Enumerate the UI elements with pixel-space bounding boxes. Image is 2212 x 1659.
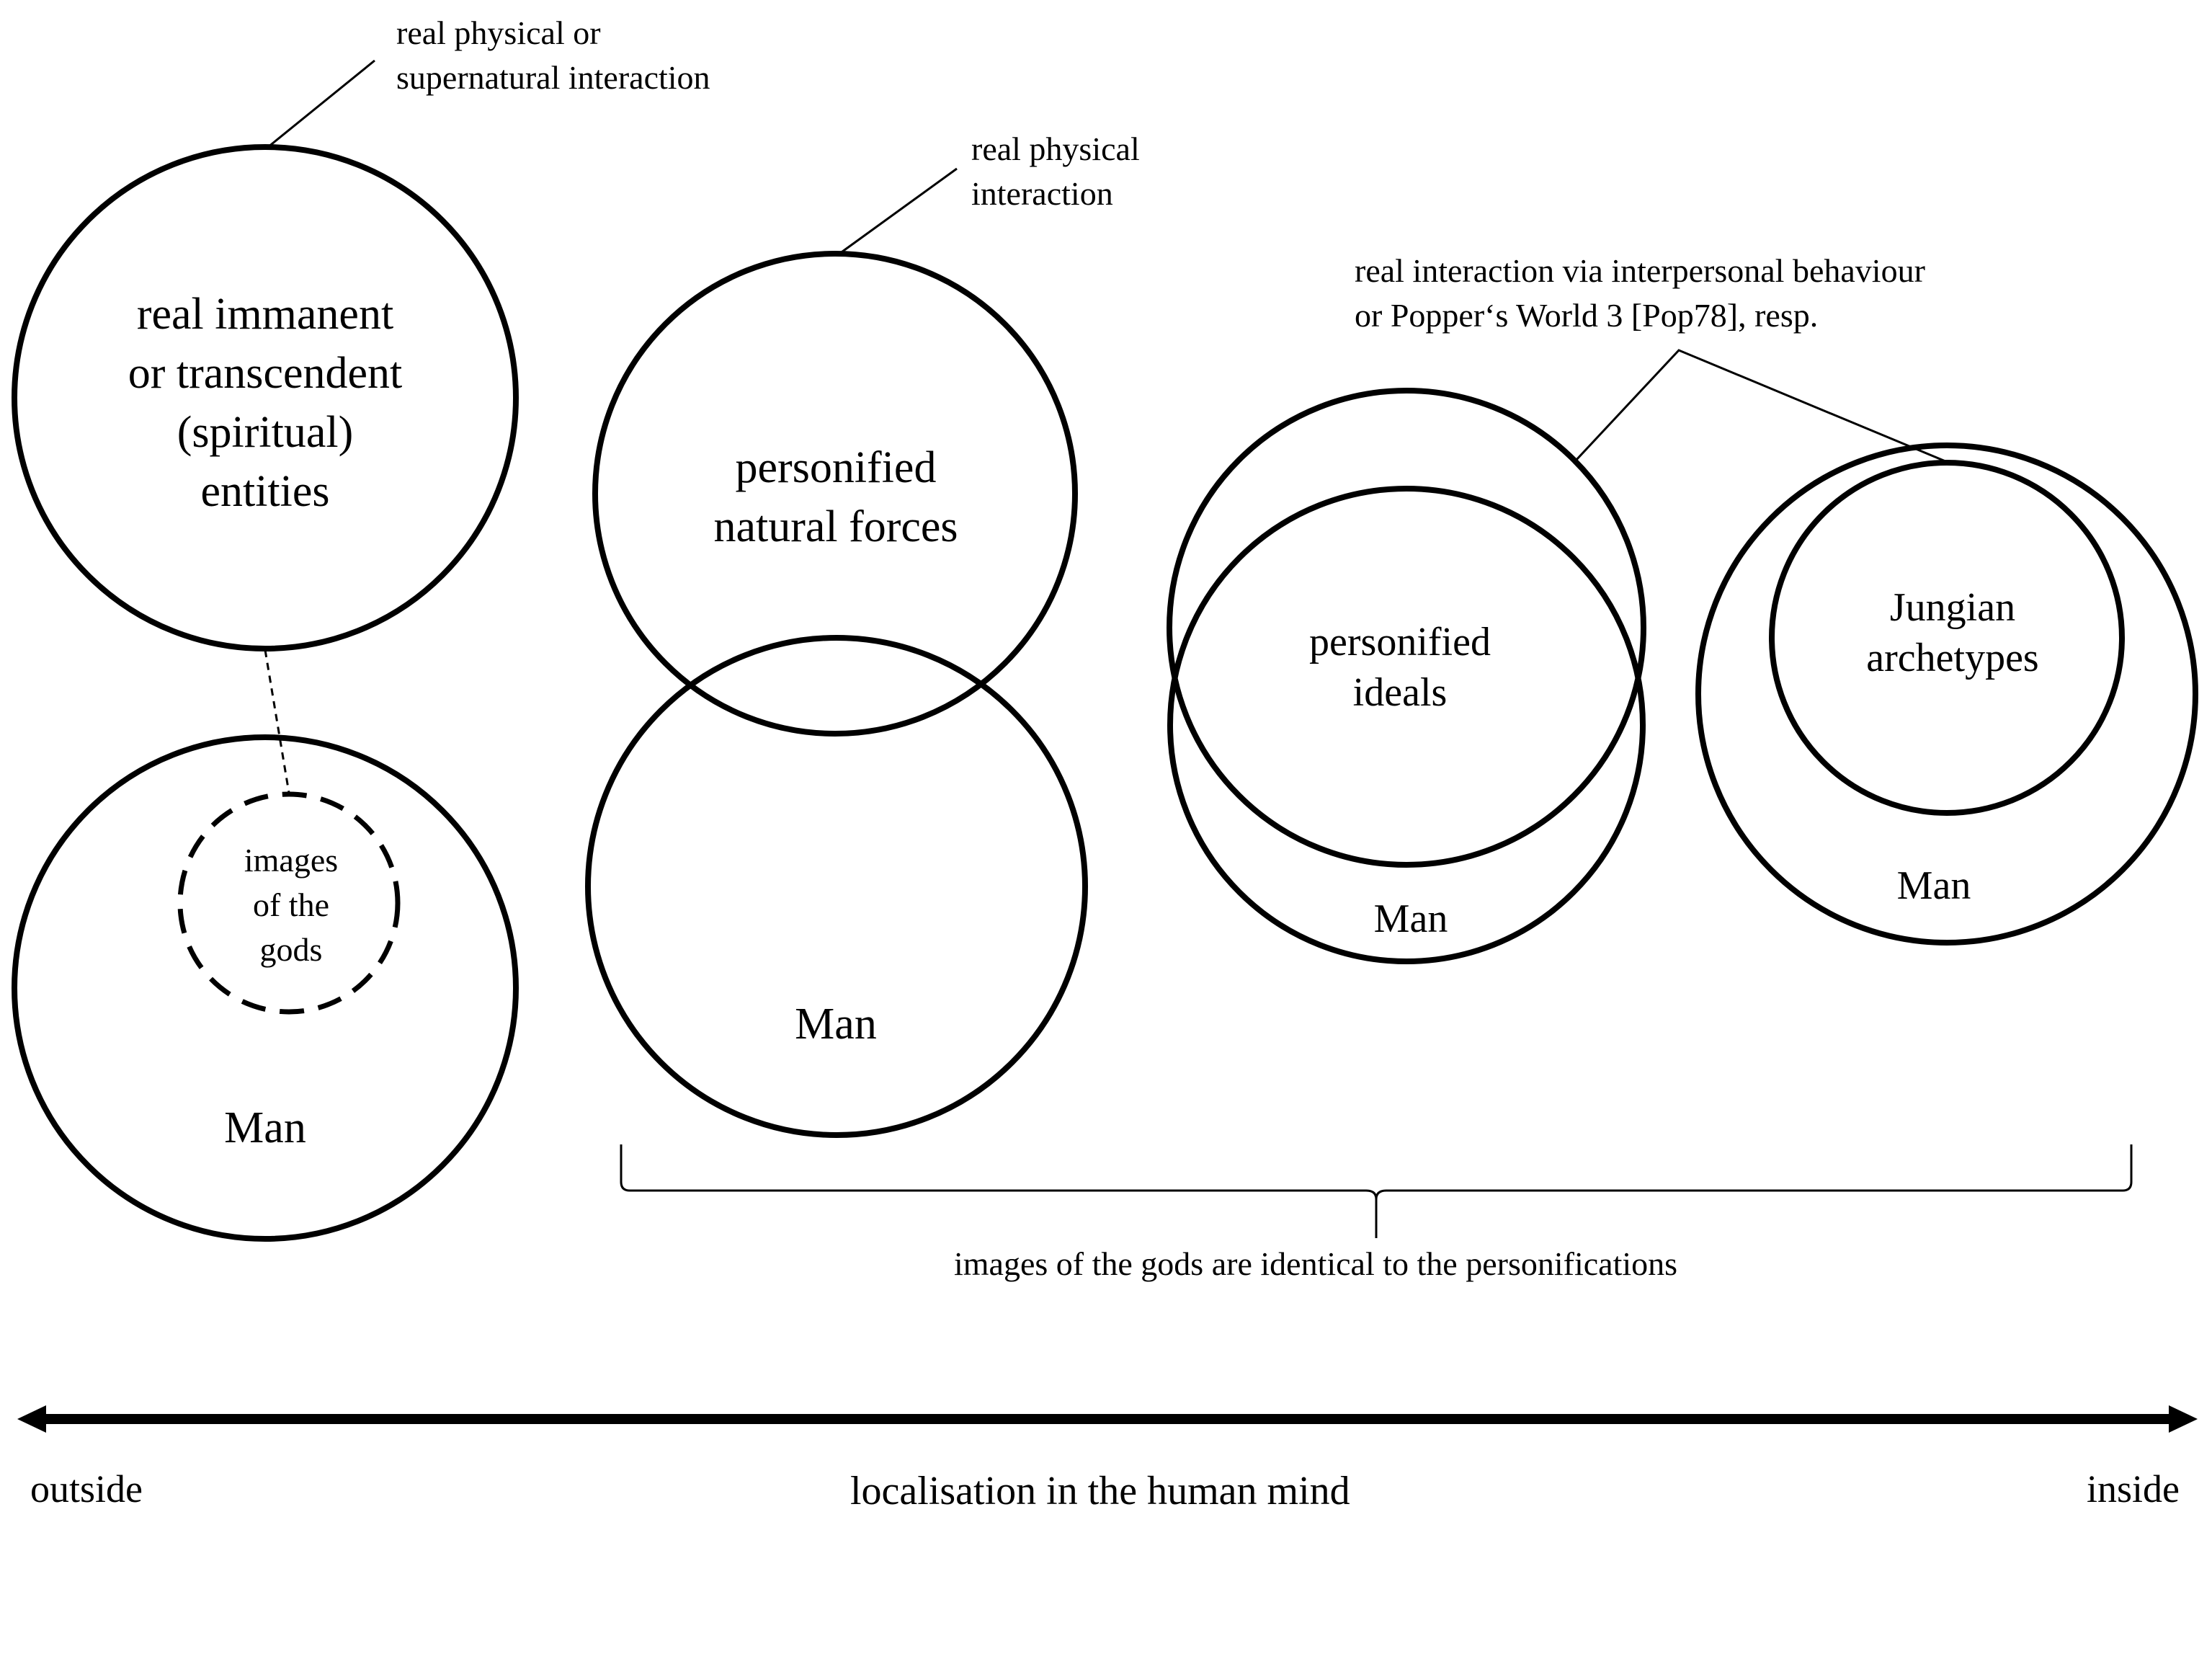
annotation-line: or Popper‘s World 3 [Pop78], resp. xyxy=(1355,297,1819,334)
annotation-leader-2 xyxy=(839,167,958,255)
natural-forces-label: personified natural forces xyxy=(713,438,958,556)
axis-right-label: inside xyxy=(2087,1467,2180,1511)
brace-label: images of the gods are identical to the … xyxy=(954,1245,1678,1282)
label-line: or transcendent xyxy=(128,349,403,398)
images-of-gods-label: images of the gods xyxy=(244,838,338,972)
images-of-gods-dashed-circle xyxy=(177,791,401,1015)
man-circle-2 xyxy=(585,635,1088,1138)
axis-arrow xyxy=(17,1405,2198,1433)
arrow-left-head xyxy=(17,1405,46,1433)
label-line: real immanent xyxy=(136,290,394,339)
label-line: images xyxy=(244,842,339,879)
annotation-leader-3 xyxy=(1574,349,1946,463)
label-line: personified xyxy=(735,443,937,492)
label-line: entities xyxy=(200,467,330,516)
shared-annotation: real interaction via interpersonal behav… xyxy=(1355,249,1925,338)
annotation-leader-1 xyxy=(267,59,375,148)
ideals-circle xyxy=(1167,486,1646,964)
annotation-line: real physical or xyxy=(396,14,601,51)
annotation-2: real physical interaction xyxy=(971,127,1140,216)
ideals-label: personified ideals xyxy=(1309,617,1491,718)
label-line: ideals xyxy=(1352,670,1448,715)
man-circle-4 xyxy=(1695,442,2198,946)
label-line: archetypes xyxy=(1866,636,2039,680)
label-line: Jungian xyxy=(1889,585,2016,630)
axis-center-label: localisation in the human mind xyxy=(850,1469,1350,1513)
man-circle-3 xyxy=(1167,388,1646,868)
man-label-1: Man xyxy=(224,1103,306,1152)
annotation-line: supernatural interaction xyxy=(396,59,710,96)
label-line: gods xyxy=(259,931,323,968)
dashed-connector xyxy=(264,649,290,793)
man-circle-1 xyxy=(12,734,519,1242)
axis-left-label: outside xyxy=(30,1467,143,1511)
arrow-right-head xyxy=(2169,1405,2198,1433)
spiritual-entities-circle xyxy=(12,144,519,651)
archetypes-circle xyxy=(1769,460,2125,816)
label-line: natural forces xyxy=(713,502,958,551)
label-line: (spiritual) xyxy=(177,408,354,457)
label-line: of the xyxy=(252,886,330,923)
spiritual-entities-label: real immanent or transcendent (spiritual… xyxy=(128,285,402,521)
man-label-2: Man xyxy=(795,1000,877,1049)
brace xyxy=(620,1144,2133,1238)
natural-forces-circle xyxy=(592,251,1078,737)
annotation-line: real physical xyxy=(971,130,1140,167)
annotation-1: real physical or supernatural interactio… xyxy=(396,11,710,100)
annotation-line: interaction xyxy=(971,175,1113,212)
man-label-4: Man xyxy=(1896,863,1971,908)
label-line: personified xyxy=(1309,620,1491,664)
annotation-line: real interaction via interpersonal behav… xyxy=(1355,252,1925,289)
man-label-3: Man xyxy=(1373,897,1448,941)
archetypes-label: Jungian archetypes xyxy=(1866,582,2038,683)
